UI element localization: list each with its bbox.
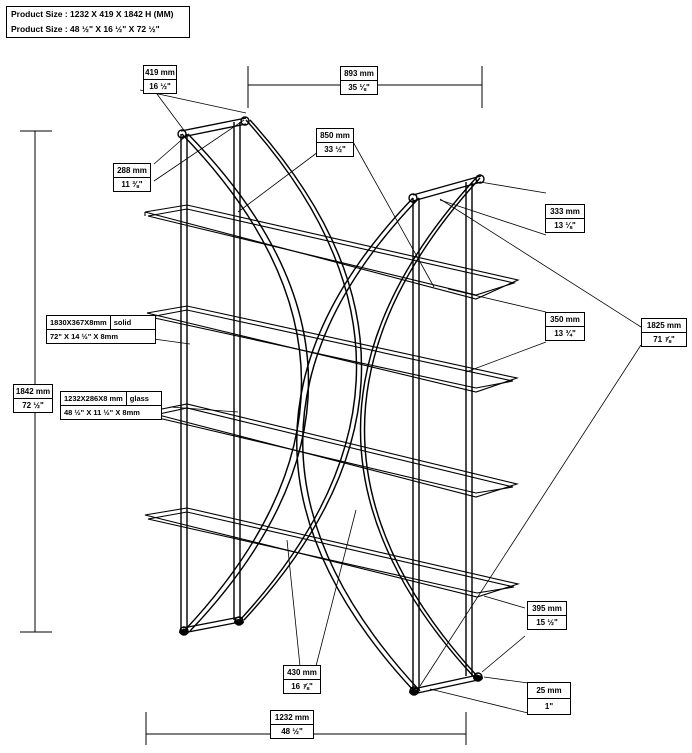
dimension-1232-mm: 1232 mm (274, 713, 310, 722)
dimension-1825: 1825 mm 71 ⅞" (641, 318, 687, 347)
material-glass-size: 1232X286X8 mm (64, 394, 123, 403)
dimension-350: 350 mm 13 ¾" (545, 312, 585, 341)
dimension-350-mm: 350 mm (550, 315, 580, 324)
dimension-1842-mm: 1842 mm (15, 387, 51, 396)
dimension-1825-mm: 1825 mm (646, 321, 682, 330)
dimension-850: 850 mm 33 ½" (316, 128, 354, 157)
material-glass-imperial: 48 ½" X 11 ½" X 8mm (64, 408, 140, 417)
dimension-25-mm: 25 mm (536, 686, 562, 695)
dimension-1232-in: 48 ½" (271, 724, 313, 738)
dimension-350-in: 13 ¾" (546, 326, 584, 340)
material-glass: 1232X286X8 mm glass 48 ½" X 11 ½" X 8mm (60, 391, 162, 420)
material-solid-type: solid (109, 316, 135, 329)
dimension-333-mm: 333 mm (550, 207, 580, 216)
dimension-1842: 1842 mm 72 ½" (13, 384, 53, 413)
dimension-1842-in: 72 ½" (14, 398, 52, 412)
dimension-333: 333 mm 13 ⅛" (545, 204, 585, 233)
dimension-288: 288 mm 11 ⅜" (113, 163, 151, 192)
dimension-288-mm: 288 mm (117, 166, 147, 175)
dimension-430-mm: 430 mm (287, 668, 317, 677)
dimension-25: 25 mm 1" (527, 682, 571, 715)
dimension-419-mm: 419 mm (145, 68, 175, 77)
dimension-1825-in: 71 ⅞" (642, 332, 686, 346)
dimension-850-mm: 850 mm (320, 131, 350, 140)
dimension-893-in: 35 ⅛" (341, 80, 377, 94)
material-solid: 1830X367X8mm solid 72" X 14 ½" X 8mm (46, 315, 156, 344)
product-size-imperial: Product Size : 48 ½" X 16 ½" X 72 ½" (6, 22, 190, 38)
shelves (144, 204, 521, 598)
leader-lines (131, 89, 642, 714)
material-solid-size: 1830X367X8mm (50, 318, 107, 327)
dimension-25-in: 1" (528, 698, 570, 714)
dimension-430-in: 16 ⅞" (284, 679, 320, 693)
dimension-1232: 1232 mm 48 ½" (270, 710, 314, 739)
feet (179, 619, 483, 695)
dimension-419: 419 mm 16 ½" (143, 65, 177, 94)
dimension-893: 893 mm 35 ⅛" (340, 66, 378, 95)
dimension-430: 430 mm 16 ⅞" (283, 665, 321, 694)
dimension-893-mm: 893 mm (344, 69, 374, 78)
dimension-333-in: 13 ⅛" (546, 218, 584, 232)
material-solid-imperial: 72" X 14 ½" X 8mm (50, 332, 118, 341)
material-glass-type: glass (125, 392, 152, 405)
dimension-395-mm: 395 mm (532, 604, 562, 613)
dimension-395-in: 15 ½" (528, 615, 566, 629)
dimension-850-in: 33 ½" (317, 142, 353, 156)
dimension-288-in: 11 ⅜" (114, 177, 150, 191)
product-size-metric: Product Size : 1232 X 419 X 1842 H (MM) (6, 6, 190, 23)
dimension-419-in: 16 ½" (144, 79, 176, 93)
dimension-395: 395 mm 15 ½" (527, 601, 567, 630)
